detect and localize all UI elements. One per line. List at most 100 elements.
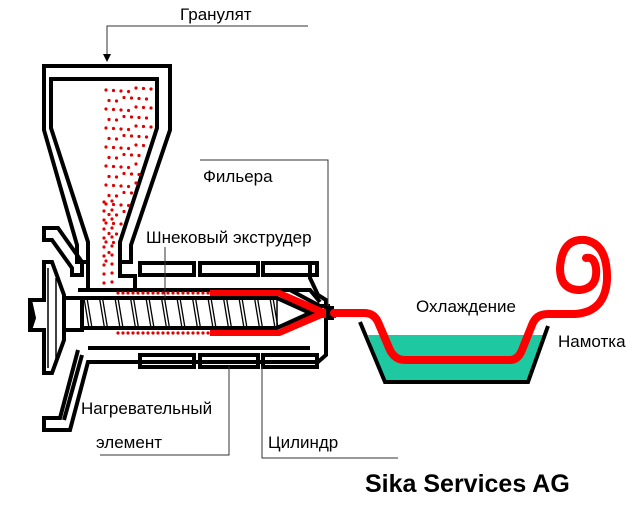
granule — [104, 202, 108, 206]
granule — [111, 164, 116, 169]
granule — [141, 143, 146, 148]
granule — [107, 136, 111, 141]
granule — [111, 221, 116, 226]
granule — [144, 116, 149, 120]
screw-flight — [222, 297, 233, 329]
granule — [166, 291, 170, 295]
granules — [102, 86, 153, 285]
heating-bands-top — [138, 261, 319, 277]
granule — [114, 118, 119, 122]
granule — [134, 124, 138, 128]
granule — [126, 184, 131, 189]
screw-flight — [160, 297, 171, 329]
granule — [137, 134, 141, 139]
granules-in-barrel — [116, 291, 210, 335]
granule — [129, 134, 134, 138]
label-die: Фильера — [203, 167, 273, 186]
granule — [111, 107, 116, 112]
granule — [161, 291, 165, 295]
granule — [107, 250, 111, 255]
granule — [126, 291, 130, 295]
screw-flights — [83, 297, 279, 329]
granule — [102, 236, 106, 240]
label-cooling: Охлаждение — [416, 297, 516, 316]
label-screw-extruder: Шнековый экструдер — [146, 228, 312, 247]
granule — [151, 291, 155, 295]
granule — [114, 156, 119, 160]
granule — [206, 331, 210, 335]
granule — [191, 291, 195, 295]
granule — [141, 105, 146, 110]
granule — [122, 190, 126, 195]
granule — [102, 218, 106, 222]
granule — [114, 137, 119, 141]
screw-flight — [238, 297, 248, 329]
granule — [137, 153, 141, 158]
granule — [114, 194, 119, 198]
granule — [110, 253, 114, 257]
granule — [110, 262, 114, 266]
polymer-melt — [210, 290, 336, 336]
granule — [107, 174, 111, 179]
granule — [134, 143, 138, 147]
granule — [141, 86, 146, 91]
granule — [107, 155, 111, 160]
granule — [107, 193, 111, 198]
granule — [119, 146, 123, 150]
granule — [119, 165, 123, 169]
granule — [104, 126, 108, 130]
granule — [114, 175, 119, 179]
granule — [104, 183, 108, 187]
screw-flight — [207, 297, 217, 329]
granule — [129, 115, 134, 119]
granule — [136, 291, 140, 295]
granule — [126, 108, 131, 113]
granule — [111, 88, 116, 93]
granule — [111, 145, 116, 150]
granule — [110, 208, 114, 212]
granule — [102, 254, 106, 258]
granule — [102, 281, 106, 285]
granule — [114, 213, 119, 217]
granule — [107, 231, 111, 236]
granule — [104, 145, 108, 149]
granule — [121, 291, 125, 295]
granule — [126, 146, 131, 151]
granule — [104, 221, 108, 225]
granule — [126, 89, 131, 94]
granule — [110, 199, 114, 203]
granule — [134, 105, 138, 109]
label-granulate: Гранулят — [180, 5, 252, 24]
granule — [119, 222, 123, 226]
granule — [111, 126, 116, 131]
granule — [161, 331, 165, 335]
granule — [114, 99, 119, 103]
granule — [141, 291, 145, 295]
granule — [107, 117, 111, 122]
granule — [156, 331, 160, 335]
granule — [206, 291, 210, 295]
screw-flight — [176, 297, 186, 329]
granule — [102, 200, 106, 204]
granule — [146, 291, 150, 295]
granule — [110, 235, 114, 239]
granule — [129, 96, 134, 100]
granule — [126, 331, 130, 335]
granule — [107, 212, 111, 217]
granule — [171, 331, 175, 335]
granule — [110, 226, 114, 230]
granule — [110, 271, 114, 275]
screw-flight — [253, 297, 264, 329]
leader-lines — [100, 25, 398, 459]
screw-flight — [83, 297, 93, 329]
granule — [201, 291, 205, 295]
granule — [137, 172, 141, 177]
granule — [126, 127, 131, 132]
granule — [122, 152, 126, 157]
granule — [102, 263, 106, 267]
screw-flight — [98, 297, 109, 329]
granule — [114, 232, 119, 236]
credit-text: Sika Services AG — [365, 470, 570, 498]
granule — [119, 89, 123, 93]
granule — [151, 331, 155, 335]
